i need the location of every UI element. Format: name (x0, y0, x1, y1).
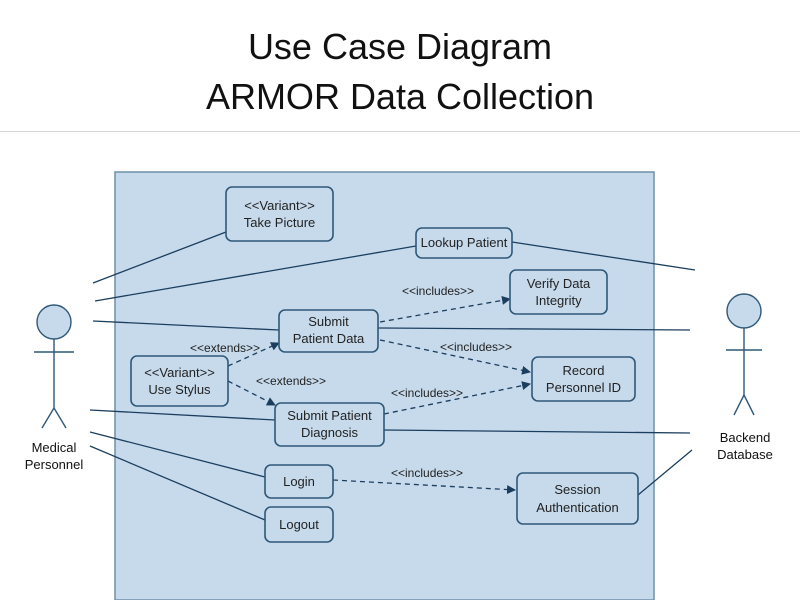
assoc-medical-login (89, 431, 266, 478)
submit-data-label-line-1: Submit (308, 314, 349, 329)
dep-stylus-submit-data (227, 342, 280, 367)
login-label: Login (283, 474, 315, 489)
label-includes-record-from-diagnosis: <<includes>> (391, 386, 463, 400)
label-extends-submit-data: <<extends>> (190, 341, 260, 355)
record-personnel-label-line-1: Record (563, 363, 605, 378)
assoc-medical-take-picture (92, 231, 227, 284)
verify-data-label-line-2: Integrity (535, 293, 582, 308)
use-case-submit-patient-data: Submit Patient Data (278, 309, 379, 353)
use-case-login: Login (264, 464, 334, 499)
actor-backend-database: Backend Database (717, 293, 773, 462)
record-personnel-label-line-2: Personnel ID (546, 380, 621, 395)
backend-actor-label-line-2: Database (717, 447, 773, 462)
use-case-submit-patient-diagnosis: Submit Patient Diagnosis (274, 402, 385, 447)
use-case-logout: Logout (264, 506, 334, 543)
backend-actor-label-line-1: Backend (720, 430, 771, 445)
relationship-labels: <<includes>> <<extends>> <<includes>> <<… (190, 284, 512, 480)
label-includes-verify: <<includes>> (402, 284, 474, 298)
medical-actor-label-line-1: Medical (32, 440, 77, 455)
title-divider (0, 131, 800, 132)
use-case-use-stylus: <<Variant>> Use Stylus (130, 355, 229, 407)
assoc-lookup-patient-backend (511, 241, 696, 271)
dep-diagnosis-record (383, 381, 531, 415)
use-case-session-authentication: Session Authentication (516, 472, 639, 525)
use-stylus-label: Use Stylus (148, 382, 211, 397)
label-extends-diagnosis: <<extends>> (256, 374, 326, 388)
use-case-verify-data-integrity: Verify Data Integrity (509, 269, 608, 315)
use-case-record-personnel-id: Record Personnel ID (531, 356, 636, 402)
assoc-medical-submit-data (92, 320, 280, 331)
dependency-lines (227, 295, 531, 495)
actor-medical-personnel: Medical Personnel (25, 304, 84, 472)
label-includes-session: <<includes>> (391, 466, 463, 480)
take-picture-stereotype: <<Variant>> (244, 198, 315, 213)
lookup-patient-label: Lookup Patient (421, 235, 508, 250)
assoc-session-backend (637, 449, 693, 496)
diagram-title-line-1: Use Case Diagram (247, 26, 553, 67)
use-case-take-picture: <<Variant>> Take Picture (225, 186, 334, 242)
label-includes-record-from-data: <<includes>> (440, 340, 512, 354)
association-lines (89, 231, 696, 521)
submit-diagnosis-label-line-2: Diagnosis (301, 425, 359, 440)
use-case-lookup-patient: Lookup Patient (415, 227, 513, 259)
submit-data-label-line-2: Patient Data (293, 331, 365, 346)
diagram-title-line-2: ARMOR Data Collection (205, 76, 595, 117)
assoc-medical-logout (89, 445, 266, 521)
logout-label: Logout (279, 517, 319, 532)
use-stylus-stereotype: <<Variant>> (144, 365, 215, 380)
dep-login-session (332, 479, 516, 495)
assoc-medical-lookup-patient (94, 245, 417, 302)
dep-submit-data-verify (379, 295, 511, 323)
submit-diagnosis-label-line-1: Submit Patient (287, 408, 372, 423)
session-auth-label-line-1: Session (554, 482, 600, 497)
verify-data-label-line-1: Verify Data (527, 276, 591, 291)
dep-submit-data-record (379, 339, 531, 375)
take-picture-label: Take Picture (244, 215, 316, 230)
stick-figure-icon (34, 304, 74, 429)
assoc-submit-data-backend (377, 327, 691, 331)
assoc-medical-submit-diagnosis (89, 409, 276, 421)
session-auth-label-line-2: Authentication (536, 500, 618, 515)
assoc-submit-diagnosis-backend (383, 429, 691, 434)
medical-actor-label-line-2: Personnel (25, 457, 84, 472)
stick-figure-icon (726, 293, 762, 416)
